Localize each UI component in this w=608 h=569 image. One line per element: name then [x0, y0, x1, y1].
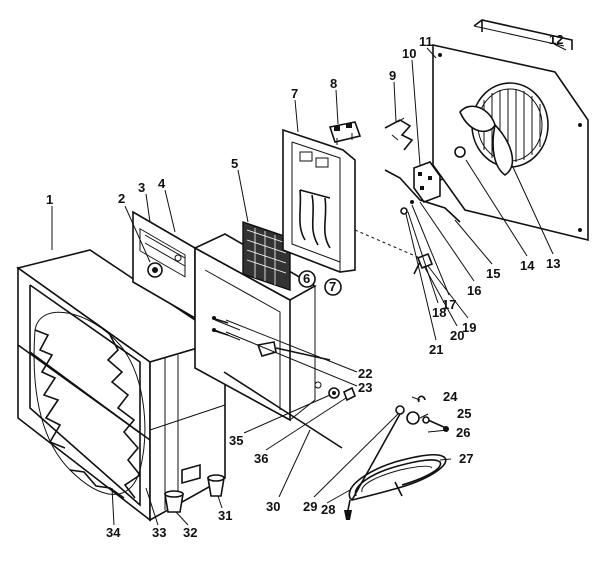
callout-10: 10 [402, 46, 416, 61]
callout-24: 24 [443, 389, 458, 404]
callout-8: 8 [330, 76, 337, 91]
fan-blade [459, 105, 514, 176]
callout-34: 34 [106, 525, 121, 540]
hardware-parts [164, 200, 449, 513]
callout-32: 32 [183, 525, 197, 540]
rear-panel [432, 44, 589, 242]
power-cord [344, 453, 447, 520]
callout-28: 28 [321, 502, 335, 517]
callout-3: 3 [138, 180, 145, 195]
callout-6: 6 [303, 271, 310, 286]
callout-22: 22 [358, 366, 372, 381]
top-rail [473, 19, 573, 50]
callout-30: 30 [266, 499, 280, 514]
callout-7-alt: 7 [329, 279, 336, 294]
callout-23: 23 [358, 380, 372, 395]
callout-27: 27 [459, 451, 473, 466]
callout-31: 31 [218, 508, 232, 523]
callout-33: 33 [152, 525, 166, 540]
cabinet-housing [16, 249, 227, 522]
callout-9: 9 [389, 68, 396, 83]
wiring-harness [299, 189, 331, 249]
callout-labels: 1 2 3 4 5 7 8 9 10 11 12 13 14 15 16 17 … [46, 32, 563, 540]
callout-14: 14 [520, 258, 535, 273]
callout-21: 21 [429, 342, 443, 357]
leader-lines [51, 43, 567, 526]
callout-1: 1 [46, 192, 53, 207]
callout-18: 18 [432, 305, 446, 320]
callout-5: 5 [231, 156, 238, 171]
callout-19: 19 [462, 320, 476, 335]
callout-13: 13 [546, 256, 560, 271]
callout-17: 17 [442, 297, 456, 312]
callout-11: 11 [419, 34, 433, 49]
grille-mesh [34, 329, 142, 499]
control-panel [132, 210, 196, 320]
switch-block [328, 121, 362, 145]
callout-15: 15 [486, 266, 500, 281]
bracket [384, 117, 414, 151]
callout-12: 12 [549, 32, 563, 47]
callout-26: 26 [456, 425, 470, 440]
callout-35: 35 [229, 433, 243, 448]
callout-16: 16 [467, 283, 481, 298]
callout-2: 2 [118, 191, 125, 206]
control-box [282, 128, 356, 296]
callout-29: 29 [303, 499, 317, 514]
callout-25: 25 [457, 406, 471, 421]
motor [384, 161, 461, 223]
callout-20: 20 [450, 328, 464, 343]
callout-4: 4 [158, 176, 166, 191]
callout-7: 7 [291, 86, 298, 101]
filter-screen [242, 221, 291, 291]
callout-36: 36 [254, 451, 268, 466]
